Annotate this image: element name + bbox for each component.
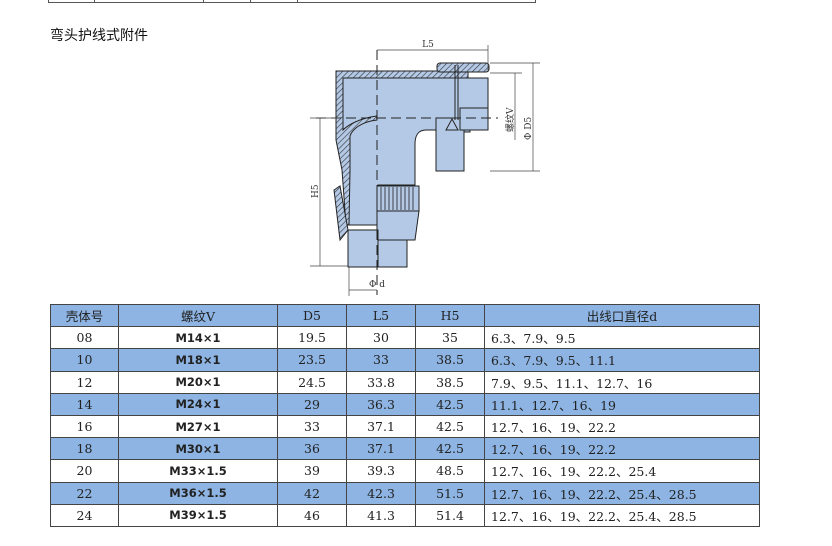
- label-l5: L5: [422, 40, 434, 50]
- elbow-connector-drawing: L5 Φ D5 螺纹V H5 Φ d: [310, 40, 540, 296]
- cell-outlet-diameter: 7.9、9.5、11.1、12.7、16: [484, 370, 760, 394]
- header-shell-size: 壳体号: [50, 303, 119, 328]
- cell-shell-size: 12: [50, 370, 119, 394]
- cell-thread: M39×1.5: [118, 503, 278, 527]
- cell-l5: 36.3: [346, 392, 416, 416]
- cell-shell-size: 16: [50, 414, 119, 439]
- cell-h5: 51.5: [415, 481, 485, 505]
- cell-d5: 33: [277, 414, 347, 439]
- cell-h5: 42.5: [415, 392, 485, 416]
- cell-h5: 35: [415, 326, 485, 350]
- cell-outlet-diameter: 12.7、16、19、22.2、25.4、28.5: [484, 481, 760, 505]
- cell-thread: M30×1: [118, 437, 278, 461]
- connector-wall: [335, 70, 469, 226]
- cell-thread: M14×1: [118, 326, 278, 350]
- label-h5: H5: [311, 184, 321, 198]
- cell-l5: 42.3: [346, 481, 416, 505]
- cell-d5: 19.5: [277, 326, 347, 350]
- cell-shell-size: 10: [50, 348, 119, 372]
- cell-outlet-diameter: 6.3、7.9、9.5: [484, 326, 760, 350]
- header-h5: H5: [415, 303, 485, 328]
- label-d: Φ d: [369, 280, 385, 290]
- cell-thread: M18×1: [118, 348, 278, 372]
- header-thread: 螺纹V: [118, 303, 278, 328]
- cell-outlet-diameter: 12.7、16、19、22.2: [484, 437, 760, 461]
- cell-l5: 39.3: [346, 459, 416, 483]
- header-l5: L5: [346, 303, 416, 328]
- cell-d5: 39: [277, 459, 347, 483]
- table-header-row: 壳体号 螺纹V D5 L5 H5 出线口直径d: [50, 303, 760, 328]
- cell-l5: 30: [346, 326, 416, 350]
- cell-d5: 29: [277, 392, 347, 416]
- cell-l5: 37.1: [346, 414, 416, 439]
- cell-thread: M36×1.5: [118, 481, 278, 505]
- cell-l5: 41.3: [346, 503, 416, 527]
- cell-shell-size: 24: [50, 503, 119, 527]
- cell-thread: M24×1: [118, 392, 278, 416]
- cell-h5: 51.4: [415, 503, 485, 527]
- cell-outlet-diameter: 12.7、16、19、22.2: [484, 414, 760, 439]
- cell-shell-size: 22: [50, 481, 119, 505]
- cell-shell-size: 20: [50, 459, 119, 483]
- cell-d5: 42: [277, 481, 347, 505]
- cell-l5: 33: [346, 348, 416, 372]
- cell-h5: 42.5: [415, 437, 485, 461]
- cell-h5: 42.5: [415, 414, 485, 439]
- header-d5: D5: [277, 303, 347, 328]
- cell-outlet-diameter: 12.7、16、19、22.2、25.4: [484, 459, 760, 483]
- previous-table-fragment: [48, 0, 536, 3]
- header-outlet-diameter: 出线口直径d: [484, 303, 760, 328]
- section-title: 弯头护线式附件: [50, 28, 148, 44]
- cell-thread: M20×1: [118, 370, 278, 394]
- label-thread: 螺纹V: [504, 107, 516, 132]
- cell-d5: 23.5: [277, 348, 347, 372]
- cell-shell-size: 14: [50, 392, 119, 416]
- cell-thread: M33×1.5: [118, 459, 278, 483]
- cell-l5: 37.1: [346, 437, 416, 461]
- label-d5: Φ D5: [524, 117, 534, 140]
- cell-l5: 33.8: [346, 370, 416, 394]
- cell-shell-size: 18: [50, 437, 119, 461]
- knurled-clamp: [376, 185, 420, 212]
- cell-d5: 36: [277, 437, 347, 461]
- cell-outlet-diameter: 6.3、7.9、9.5、11.1: [484, 348, 760, 372]
- cell-h5: 38.5: [415, 348, 485, 372]
- cell-d5: 46: [277, 503, 347, 527]
- cell-outlet-diameter: 11.1、12.7、16、19: [484, 392, 760, 416]
- cell-shell-size: 08: [50, 326, 119, 350]
- cell-h5: 38.5: [415, 370, 485, 394]
- cell-thread: M27×1: [118, 414, 278, 439]
- cell-h5: 48.5: [415, 459, 485, 483]
- cell-outlet-diameter: 12.7、16、19、22.2、25.4、28.5: [484, 503, 760, 527]
- cell-d5: 24.5: [277, 370, 347, 394]
